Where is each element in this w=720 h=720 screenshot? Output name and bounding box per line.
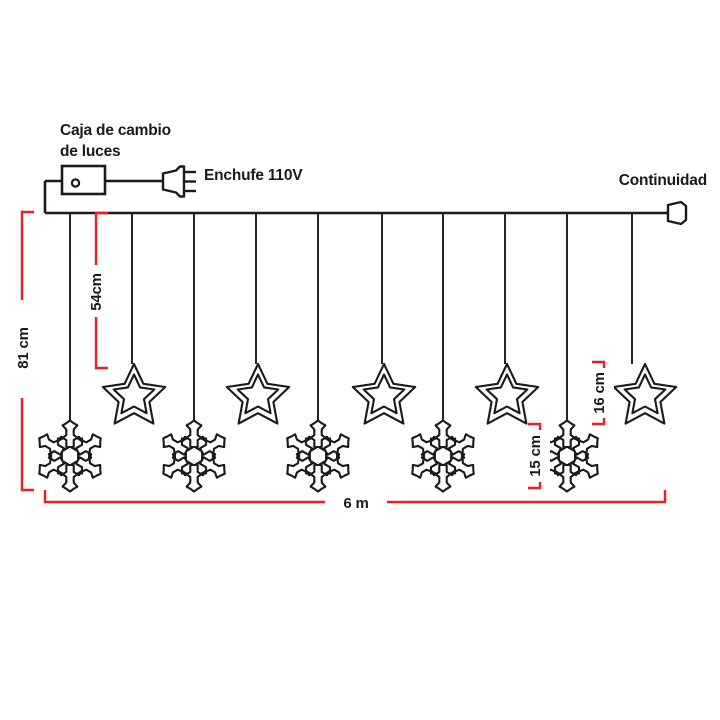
- control-box-body: [60, 164, 107, 196]
- snowflake-ornaments-group: [32, 419, 605, 493]
- dim-text-mask: [594, 368, 614, 418]
- dim-text-mask: [530, 430, 550, 482]
- star-ornament-icon: [225, 362, 291, 425]
- control-box-label-line2: de luces: [60, 143, 120, 160]
- dimension-label-81cm: 81 cm: [15, 327, 32, 369]
- star-ornament-icon: [612, 362, 678, 425]
- dimension-label-6m: 6 m: [343, 495, 368, 512]
- dim-text-mask: [12, 300, 34, 398]
- dim-text-mask: [86, 265, 108, 317]
- socket-connector-icon: [666, 200, 688, 226]
- star-ornament-icon: [351, 362, 417, 425]
- dimension-label-15cm: 15 cm: [527, 435, 544, 477]
- snowflake-ornament-icon: [156, 419, 232, 493]
- power-plug-icon: [161, 165, 196, 198]
- plug-body: [161, 165, 186, 198]
- dimension-total-height: 81 cm: [12, 210, 34, 492]
- star-ornament-icon: [101, 362, 167, 425]
- dimension-label-54cm: 54cm: [88, 273, 105, 311]
- star-ornament-icon: [474, 362, 540, 425]
- plug-label: Enchufe 110V: [204, 167, 303, 184]
- socket-body: [666, 200, 688, 226]
- continuity-label: Continuidad: [619, 172, 707, 189]
- control-box-icon[interactable]: [60, 164, 107, 196]
- snowflake-ornament-icon: [32, 419, 108, 493]
- snowflake-ornament-icon: [280, 419, 356, 493]
- dimension-snowflake-drop: 15 cm: [527, 422, 550, 490]
- dimension-total-width: 6 m: [43, 490, 667, 514]
- dimension-star-drop: 16 cm: [591, 360, 614, 426]
- dimension-label-16cm: 16 cm: [591, 372, 608, 414]
- drop-wires-group: [69, 213, 633, 424]
- control-box-label-line1: Caja de cambio: [60, 122, 171, 139]
- wire-harness: [43, 179, 672, 215]
- dimension-long-drop: 54cm: [86, 211, 108, 370]
- snowflake-ornament-icon: [405, 419, 481, 493]
- dim-text-mask: [325, 490, 387, 514]
- control-box-button[interactable]: [70, 178, 81, 188]
